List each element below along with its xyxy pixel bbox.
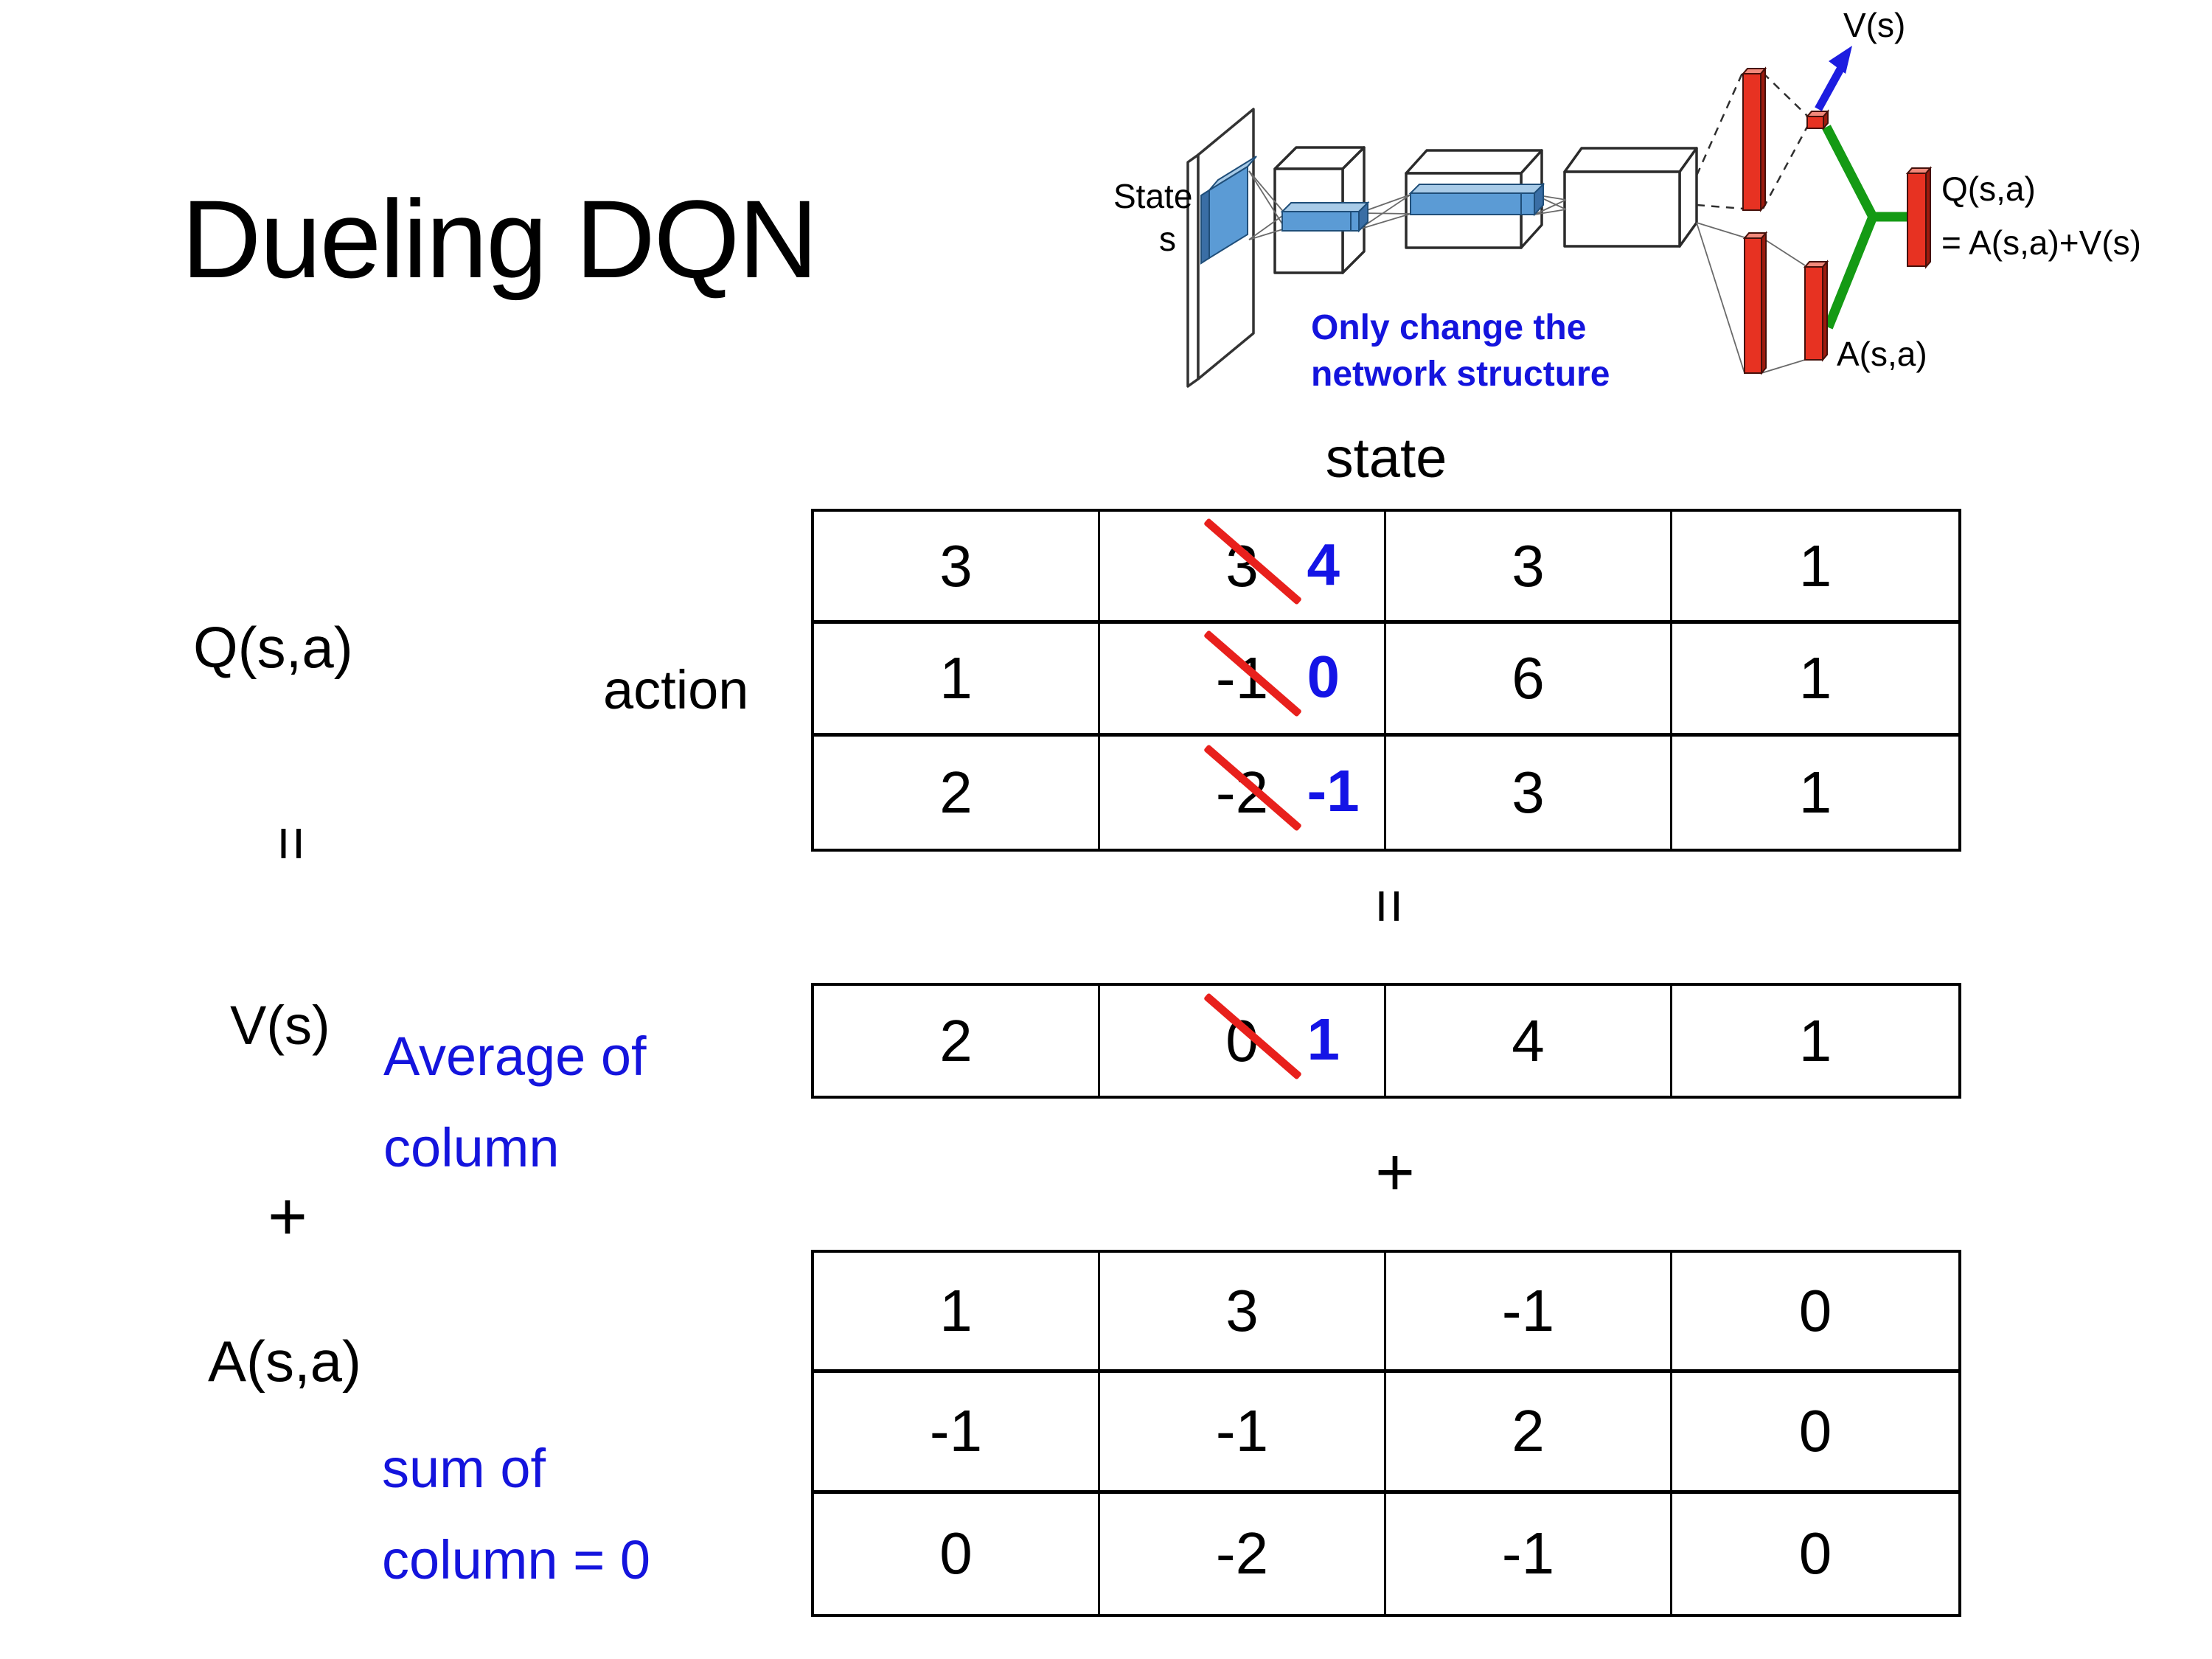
a-cell-r2c0: 0 [814,1493,1100,1614]
plus-sign-left: + [268,1179,307,1254]
q-new-value: -1 [1307,757,1360,824]
average-note-line2: column [383,1117,560,1178]
advantage-stream-links [1696,222,1806,374]
q-cell-r0c0: 3 [814,512,1100,625]
q-new-value: 0 [1307,644,1340,710]
q-cell-r2c2: 3 [1386,736,1672,849]
state-axis-label: state [1325,427,1447,490]
q-table: 3 3 4 3 1 1 -1 0 6 1 2 -2 -1 3 1 [811,509,1961,852]
v-cell-c2: 4 [1386,986,1672,1096]
sum-note-line2: column = 0 [382,1529,651,1590]
conv-box-3 [1563,147,1698,248]
a-cell-r1c2: 2 [1386,1373,1672,1494]
advantage-output-bar [1803,260,1829,362]
q-output-bar [1905,166,1933,269]
a-output-label: A(s,a) [1837,335,1927,373]
q-output-formula: = A(s,a)+V(s) [1941,223,2141,262]
q-cell-r1c2: 6 [1386,624,1672,737]
v-cell-c1: 0 1 [1100,986,1386,1096]
a-cell-r2c1: -2 [1100,1493,1386,1614]
q-new-value: 4 [1307,531,1340,597]
v-cell-c3: 1 [1798,1007,1832,1074]
equals-sign-middle: = [1356,888,1423,924]
a-table: 1 3 -1 0 -1 -1 2 0 0 -2 -1 0 [811,1250,1961,1617]
input-conv-patch [1200,156,1257,265]
q-matrix-label: Q(s,a) [193,615,353,680]
merge-connector [1822,125,1913,330]
a-cell-r0c2: -1 [1386,1253,1672,1374]
q-cell-r2c3: 1 [1798,759,1832,825]
sum-note-line1: sum of [382,1438,546,1499]
plus-sign-middle: + [1375,1135,1415,1210]
network-diagram: State s V(s) Q(s,a) = A(s,a)+V(s) A(s,a)… [1113,6,2141,394]
q-output-label: Q(s,a) [1941,170,2036,208]
a-cell-r0c0: 1 [814,1253,1100,1374]
a-cell-r2c3: 0 [1798,1520,1832,1587]
v-table: 2 0 1 4 1 [811,983,1961,1099]
a-matrix-label: A(s,a) [208,1329,362,1394]
feature-bar-1 [1280,201,1370,233]
q-cell-r1c3: 1 [1672,624,1958,737]
diagram-note-line2: network structure [1311,355,1610,394]
a-cell-r0c1: 3 [1100,1253,1386,1374]
value-output-node [1805,109,1830,131]
a-cell-r2c2: -1 [1386,1493,1672,1614]
action-axis-label: action [603,659,749,720]
v-vector-label: V(s) [230,995,330,1056]
v-output-label: V(s) [1843,6,1905,44]
conv-box-1 [1273,146,1366,274]
value-hidden-bar [1741,66,1767,212]
state-input-label-s: s [1159,220,1176,258]
q-cell-r2c0: 2 [814,736,1100,849]
q-cell-r1c0: 1 [814,624,1100,737]
value-stream-links [1695,71,1809,210]
a-cell-r1c3: 0 [1672,1373,1958,1494]
advantage-hidden-bar [1742,231,1768,375]
q-cell-r1c1: -1 0 [1100,624,1386,737]
page-title: Dueling DQN [181,177,818,301]
a-cell-r0c3: 0 [1672,1253,1958,1374]
feature-bar-2 [1408,182,1545,217]
v-cell-c0: 2 [814,986,1100,1096]
a-cell-r1c1: -1 [1100,1373,1386,1494]
q-cell-r0c3: 1 [1672,512,1958,625]
q-cell-r0c1: 3 4 [1100,512,1386,625]
q-cell-r0c2: 3 [1386,512,1672,625]
equals-sign-left: = [258,826,325,861]
value-arrow [1815,46,1852,111]
a-cell-r1c0: -1 [814,1373,1100,1494]
state-input-label: State [1113,177,1192,215]
v-new-value: 1 [1307,1006,1340,1072]
q-cell-r2c1: -2 -1 [1100,736,1386,849]
average-note-line1: Average of [383,1026,647,1087]
diagram-note-line1: Only change the [1311,308,1586,347]
